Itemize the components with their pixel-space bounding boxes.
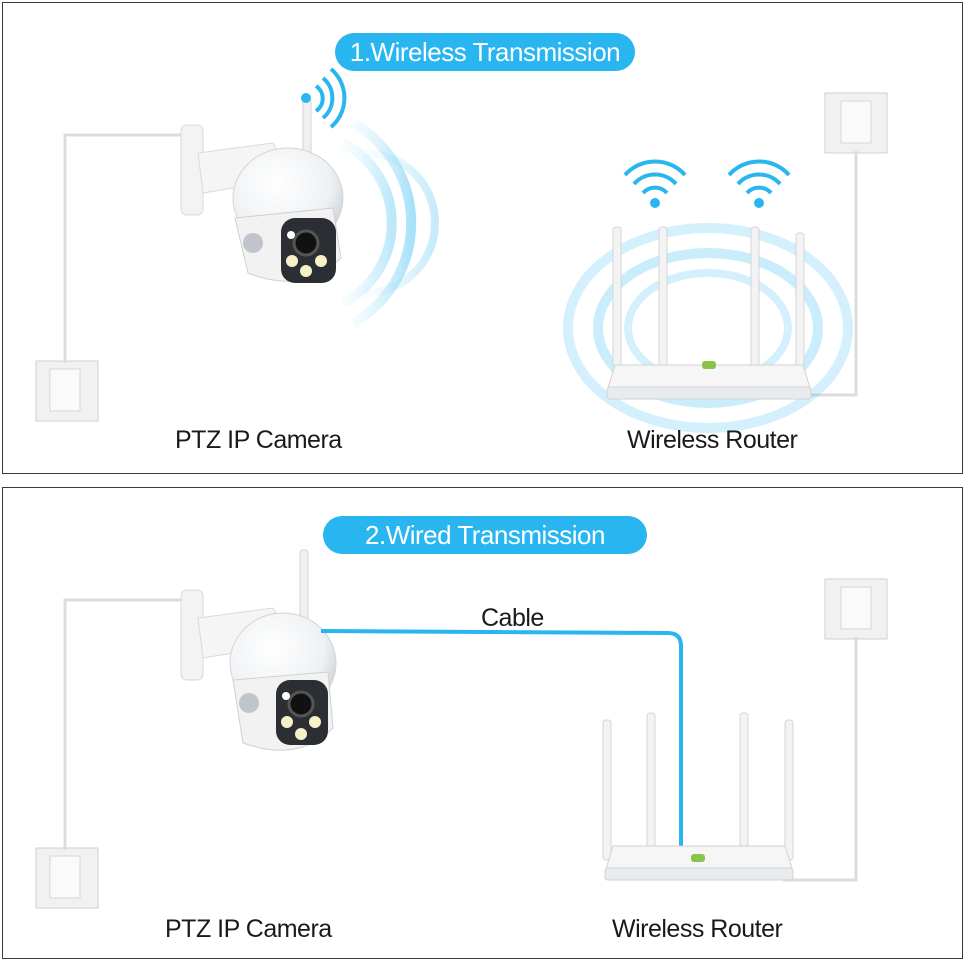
router-status-led — [691, 854, 705, 862]
router-power-socket — [824, 578, 888, 640]
ptz-camera-wireless — [180, 97, 344, 283]
wired-diagram — [35, 549, 888, 909]
cable-label: Cable — [481, 604, 544, 632]
wireless-diagram — [35, 67, 888, 433]
camera-power-cable — [63, 598, 188, 850]
wireless-router-label: Wireless Router — [627, 426, 798, 454]
camera-power-socket — [35, 847, 99, 909]
router-power-socket — [824, 92, 888, 154]
router-power-cable — [783, 637, 858, 882]
wireless-transmission-panel: 1.Wireless Transmission PTZ IP Camera Wi… — [2, 2, 963, 474]
ethernet-cable — [320, 629, 683, 856]
camera-wifi-icon — [301, 67, 347, 129]
camera-power-socket — [35, 360, 99, 422]
router-status-led — [702, 361, 716, 369]
wired-router-label: Wireless Router — [612, 915, 783, 943]
wireless-camera-label: PTZ IP Camera — [175, 426, 342, 454]
wired-title-pill: 2.Wired Transmission — [323, 516, 647, 554]
wired-transmission-panel: 2.Wired Transmission Cable PTZ IP Camera… — [2, 487, 963, 959]
wireless-router-wireless — [606, 226, 812, 400]
ptz-camera-wired — [180, 549, 337, 751]
router-wifi-icon-left — [623, 159, 687, 208]
camera-signal-waves — [340, 118, 439, 328]
wireless-title-pill: 1.Wireless Transmission — [335, 33, 635, 71]
router-wifi-icon-right — [727, 159, 791, 208]
wired-camera-label: PTZ IP Camera — [165, 915, 332, 943]
camera-power-cable — [63, 133, 188, 363]
wireless-router-wired — [602, 712, 794, 881]
